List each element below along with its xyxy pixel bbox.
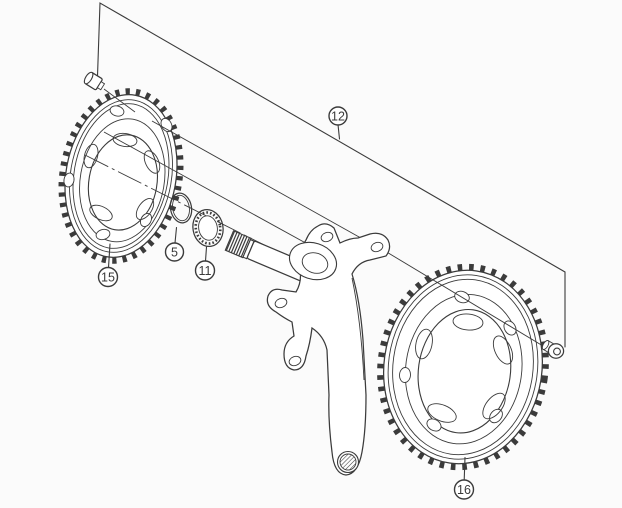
callout-11-circle [194,260,216,281]
arm-edge-highlight [351,277,365,381]
callout-5-leader [174,226,178,244]
ring-outline-inner-1 [387,274,539,460]
callout-12-label: 12 [331,110,345,124]
ring-outline-inner-2 [72,103,170,249]
callout-5-label: 5 [171,246,178,260]
callout-5-circle [164,242,185,262]
chainring-teeth [377,263,549,471]
cutout [89,204,113,222]
callout-16-circle [453,479,475,500]
bolt-socket [553,347,561,356]
fixing-bolt-left [83,71,106,91]
bolt-tip [96,81,106,91]
bolt-hole [63,172,75,188]
chainring-cutouts [415,313,514,423]
bearing-ring [192,208,224,248]
bolt-tip-face [541,340,550,350]
chainring-cutouts [83,132,161,222]
callout-15-circle [97,266,119,288]
ring-outline-inner-2 [392,278,534,456]
crank-arm [266,223,391,476]
inner-chainring [58,88,184,264]
ring-outline-inner-1 [69,99,173,253]
bearing-inner-edge [198,215,218,241]
callout-12-bracket-line [96,2,566,348]
bolt-hole [109,105,125,117]
bolt-head-face [83,71,94,85]
cutout [427,403,457,423]
cutout [83,143,99,169]
bolt-axis-middle [151,120,369,243]
cutout [415,328,433,360]
spider-arm-hole [370,241,384,253]
fixing-bolt-right [541,340,565,359]
bolt-hole [426,418,442,432]
spider-arm-hole [288,355,302,367]
center-opening [417,308,512,434]
callout-16-label: 16 [457,483,471,497]
spider-arm-hole [274,297,288,309]
chainring-teeth [58,88,184,264]
cutout [143,150,161,174]
callout-11-leader [204,246,208,262]
spline-texture [225,231,251,258]
outer-chainring-body [377,263,549,471]
callout-16-leader [463,456,466,481]
cutout [452,313,484,331]
callouts: 12 15 5 11 16 [97,106,475,500]
spider-band-outline [79,118,166,243]
spindle-socket [301,252,329,274]
spacer-ring [169,192,193,224]
bolt-hole [399,367,411,383]
pedal-thread-hole [339,453,357,471]
callout-15-leader [107,243,111,269]
cutout [135,198,155,220]
outer-chainring [377,263,549,471]
bolt-hole [95,228,111,241]
callout-11-label: 11 [199,264,212,278]
guide-line-upper [103,131,323,253]
bearing-outer-edge [192,208,224,248]
cutout [112,132,138,148]
bolt-axis-left [103,88,136,113]
cutout [492,335,514,365]
cutout [482,392,506,420]
bearing-ball-band [194,211,222,245]
callout-15-label: 15 [101,271,115,285]
callout-12-circle [328,106,348,126]
bolt-flange [547,343,565,359]
spacer-inner-edge [172,194,190,222]
spider-arm-hole [320,231,334,243]
crank-arm-outline [266,223,391,476]
spacer-outer-edge [169,192,193,224]
bolt-axis-right [379,247,549,350]
spider-band-outline [404,293,523,445]
callout-12-leader [337,123,341,140]
